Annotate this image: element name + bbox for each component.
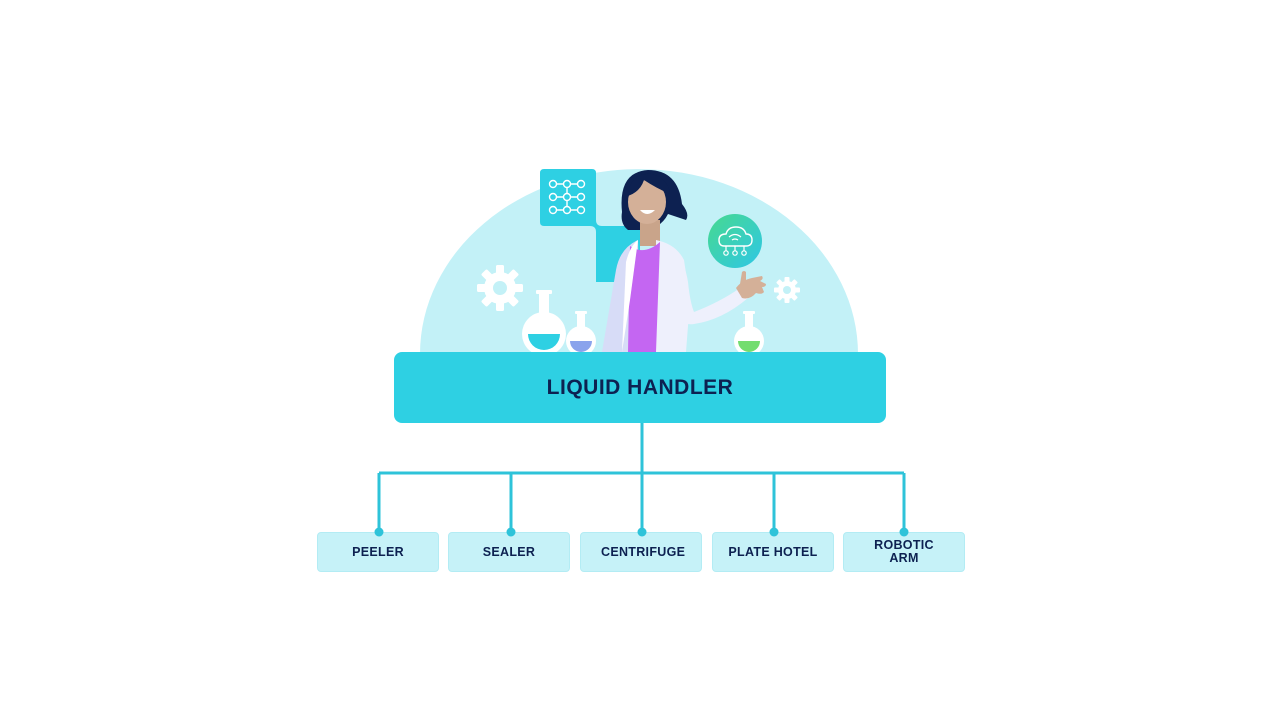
gear-icon — [477, 265, 523, 311]
child-node-peeler: PEELER — [317, 532, 439, 572]
child-node-robotic-arm: ROBOTIC ARM — [843, 532, 965, 572]
child-node-plate-hotel: PLATE HOTEL — [712, 532, 834, 572]
connector-lines — [377, 423, 906, 532]
gear-icon — [774, 277, 800, 303]
flask-icon — [566, 311, 596, 356]
child-node-label: PLATE HOTEL — [728, 544, 818, 559]
child-node-label: ROBOTIC ARM — [874, 538, 934, 565]
root-node: LIQUID HANDLER — [394, 352, 886, 423]
child-node-label: SEALER — [482, 544, 536, 559]
child-node-label: CENTRIFUGE — [601, 544, 686, 559]
circuit-lines — [548, 179, 586, 215]
root-node-label: LIQUID HANDLER — [546, 375, 734, 399]
child-node-centrifuge: CENTRIFUGE — [580, 532, 702, 572]
child-node-label: PEELER — [352, 544, 404, 559]
scientist-icon — [602, 170, 766, 352]
flask-icon — [734, 311, 764, 356]
child-node-sealer: SEALER — [448, 532, 570, 572]
flask-icon — [522, 290, 566, 356]
cloud-network-icon — [708, 214, 762, 268]
